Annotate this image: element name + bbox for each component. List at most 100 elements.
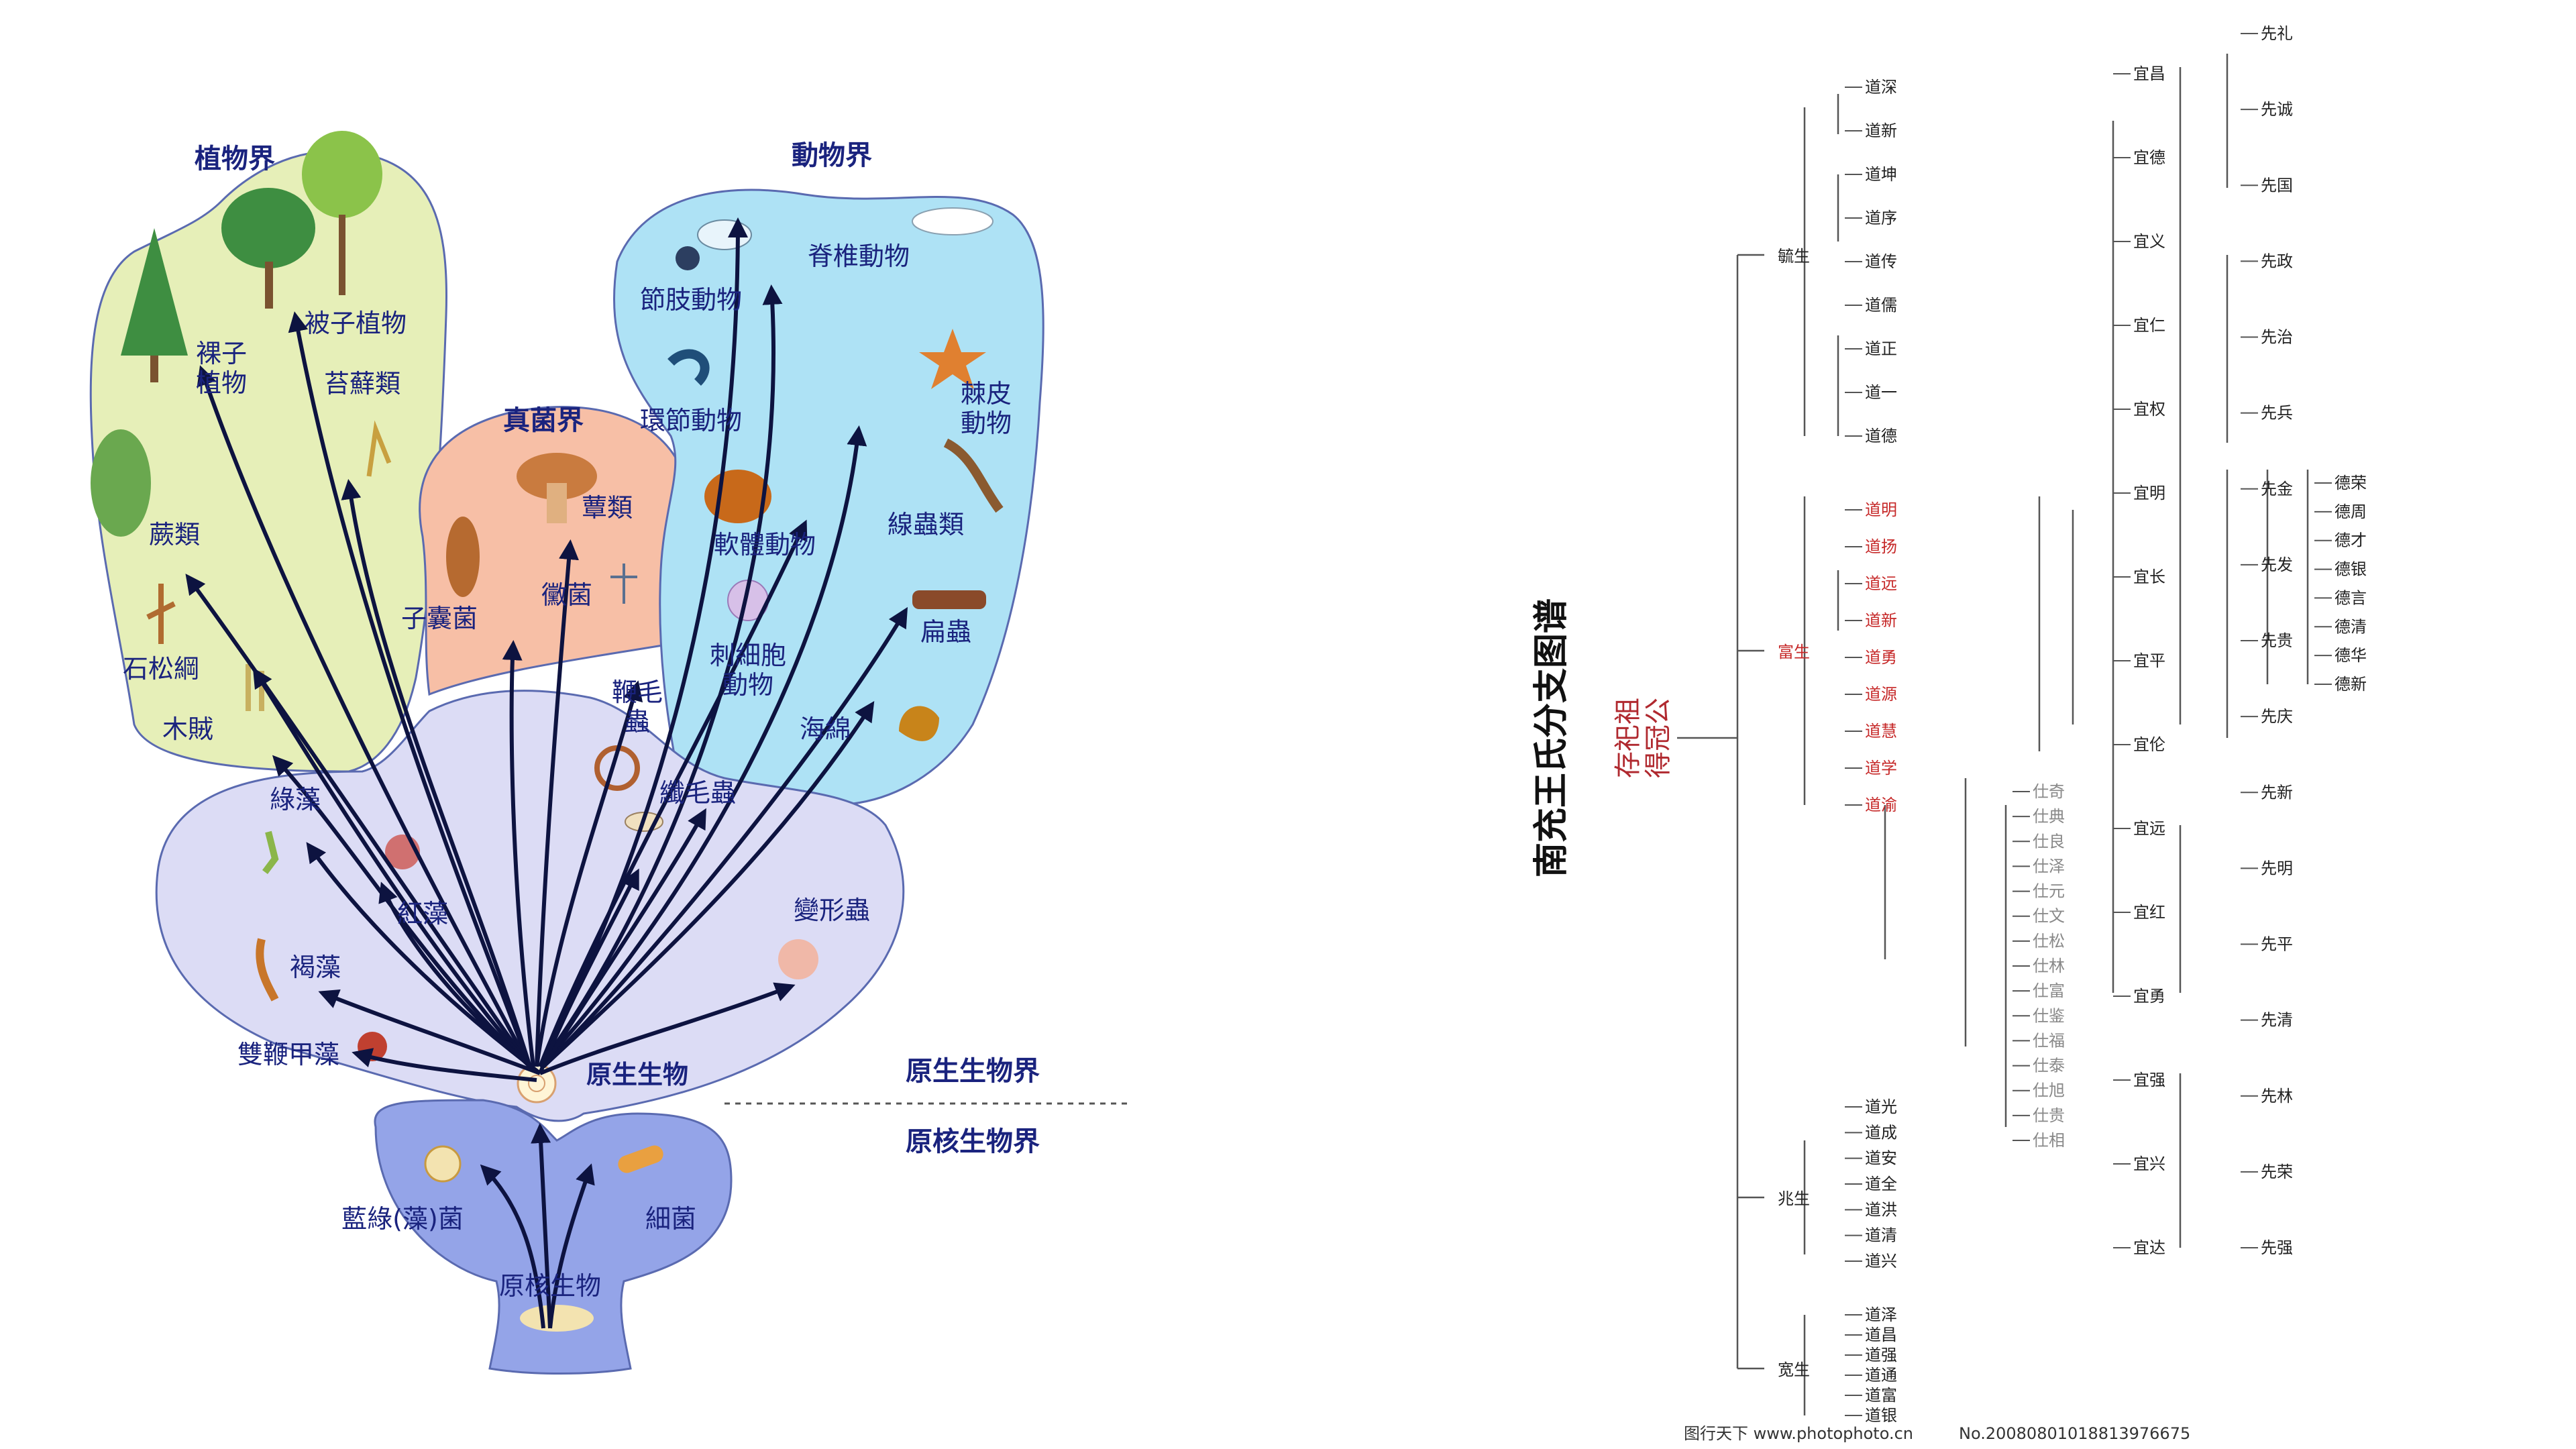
genealogy-name: 宜权: [2133, 400, 2165, 419]
genealogy-name: 宜强: [2133, 1071, 2165, 1089]
footer-site: 图行天下 www.photophoto.cn: [1684, 1424, 1913, 1443]
tree-of-life-diagram: 植物界 真菌界 動物界 裸子植物 被子植物 苔蘚類 蕨類 石松綱 木賊 子囊菌 …: [89, 131, 1127, 1375]
genealogy-name: 道坤: [1865, 165, 1897, 184]
monera-region: [374, 1099, 733, 1375]
genealogy-ancestor-sub: 得冠公: [1643, 698, 1674, 778]
genealogy-name: 道通: [1865, 1366, 1897, 1385]
genealogy-name: 道清: [1865, 1226, 1897, 1245]
genealogy-name: 道慧: [1865, 722, 1897, 741]
genealogy-name: 道强: [1865, 1346, 1897, 1364]
genealogy-name: 宜长: [2133, 568, 2165, 586]
genealogy-name: 先治: [2261, 328, 2293, 347]
division-protista: 原生生物界: [906, 1056, 1040, 1087]
plant-illustrations: [91, 131, 392, 711]
genealogy-name: 先清: [2261, 1011, 2293, 1030]
node-sponge: 海綿: [800, 714, 851, 744]
kingdom-title-animal: 動物界: [792, 140, 872, 171]
node-mollusc: 軟體動物: [714, 530, 816, 559]
node-flatworm: 扁蟲: [920, 617, 971, 647]
genealogy-name: 道新: [1865, 611, 1897, 630]
genealogy-name: 道儒: [1865, 296, 1897, 315]
genealogy-tree: 南充王氏分支图谱 存祀祖 得冠公: [1532, 24, 2367, 1425]
genealogy-name: 道全: [1865, 1175, 1897, 1193]
genealogy-name: 道正: [1865, 339, 1897, 358]
genealogy-name: 宜义: [2133, 232, 2165, 251]
genealogy-name: 德华: [2334, 646, 2367, 665]
node-ciliate: 纖毛蟲: [659, 778, 736, 808]
branch-label: 富生: [1778, 643, 1810, 661]
genealogy-name: 道学: [1865, 759, 1897, 777]
genealogy-name: 道光: [1865, 1097, 1897, 1116]
genealogy-name: 德银: [2334, 560, 2367, 579]
genealogy-name: 道远: [1865, 574, 1897, 593]
genealogy-name: 德新: [2334, 675, 2367, 694]
genealogy-name: 先兵: [2261, 404, 2293, 423]
genealogy-name: 先荣: [2261, 1163, 2293, 1181]
genealogy-name: 仕良: [2033, 832, 2065, 851]
genealogy-name: 宜明: [2133, 484, 2165, 502]
genealogy-name: 道勇: [1865, 648, 1897, 667]
genealogy-name: 宜达: [2133, 1238, 2165, 1257]
genealogy-name: 宜兴: [2133, 1155, 2165, 1173]
node-annelid: 環節動物: [640, 406, 742, 435]
genealogy-name: 仕元: [2033, 882, 2065, 901]
genealogy-name: 仕富: [2033, 981, 2065, 1000]
genealogy-name: 仕福: [2033, 1031, 2065, 1050]
genealogy-name: 先贵: [2261, 631, 2293, 650]
node-horsetail: 木賊: [162, 714, 213, 744]
genealogy-name: 先庆: [2261, 707, 2293, 726]
genealogy-name: 先诚: [2261, 100, 2293, 119]
genealogy-name: 宜昌: [2133, 64, 2165, 83]
genealogy-name: 仕旭: [2033, 1081, 2065, 1100]
genealogy-name: 道渝: [1865, 796, 1897, 814]
genealogy-name: 先礼: [2261, 24, 2293, 43]
genealogy-name: 仕泽: [2033, 857, 2065, 875]
genealogy-name: 道德: [1865, 427, 1897, 445]
genealogy-name: 先林: [2261, 1087, 2293, 1106]
genealogy-name: 道源: [1865, 685, 1897, 704]
node-moss: 苔蘚類: [324, 369, 400, 398]
genealogy-title: 南充王氏分支图谱: [1532, 598, 1572, 877]
monera-illustrations: [424, 1145, 663, 1332]
node-roundworm: 線蟲類: [888, 510, 964, 539]
genealogy-name: 宜红: [2133, 903, 2165, 922]
genealogy-name: 道成: [1865, 1123, 1897, 1142]
genealogy-name: 仕鉴: [2033, 1006, 2065, 1025]
animal-illustrations: [667, 207, 1004, 741]
genealogy-name: 先政: [2261, 252, 2293, 270]
animal-kingdom-region: [613, 189, 1044, 806]
node-mushroom: 蕈類: [582, 493, 633, 523]
genealogy-name: 先新: [2261, 783, 2293, 802]
genealogy-name: 仕典: [2033, 807, 2065, 826]
genealogy-name: 道银: [1865, 1406, 1897, 1425]
genealogy-name: 道富: [1865, 1386, 1897, 1405]
kingdom-title-plant: 植物界: [195, 144, 275, 174]
genealogy-name: 道兴: [1865, 1252, 1897, 1271]
genealogy-name: 先发: [2261, 555, 2293, 574]
genealogy-ancestor: 存祀祖: [1613, 698, 1644, 778]
genealogy-name: 德才: [2334, 531, 2367, 550]
node-zygomycete: 黴菌: [541, 580, 592, 610]
genealogy-name: 宜仁: [2133, 316, 2165, 335]
node-cyanobacteria: 藍綠(藻)菌: [341, 1204, 464, 1234]
genealogy-name: 德言: [2334, 588, 2367, 607]
genealogy-name: 德周: [2334, 502, 2367, 521]
node-gymnosperm: 裸子植物: [196, 339, 247, 398]
genealogy-name: 仕贵: [2033, 1106, 2065, 1125]
node-amoeba: 變形蟲: [794, 896, 870, 925]
node-vertebrate: 脊椎動物: [808, 241, 910, 271]
genealogy-name: 道深: [1865, 78, 1897, 97]
genealogy-name: 仕文: [2033, 907, 2065, 926]
genealogy-name: 先金: [2261, 480, 2293, 498]
branch-label: 宽生: [1778, 1360, 1810, 1379]
node-angiosperm: 被子植物: [305, 309, 407, 338]
genealogy-name: 仕松: [2033, 932, 2065, 951]
genealogy-name: 宜德: [2133, 148, 2165, 167]
